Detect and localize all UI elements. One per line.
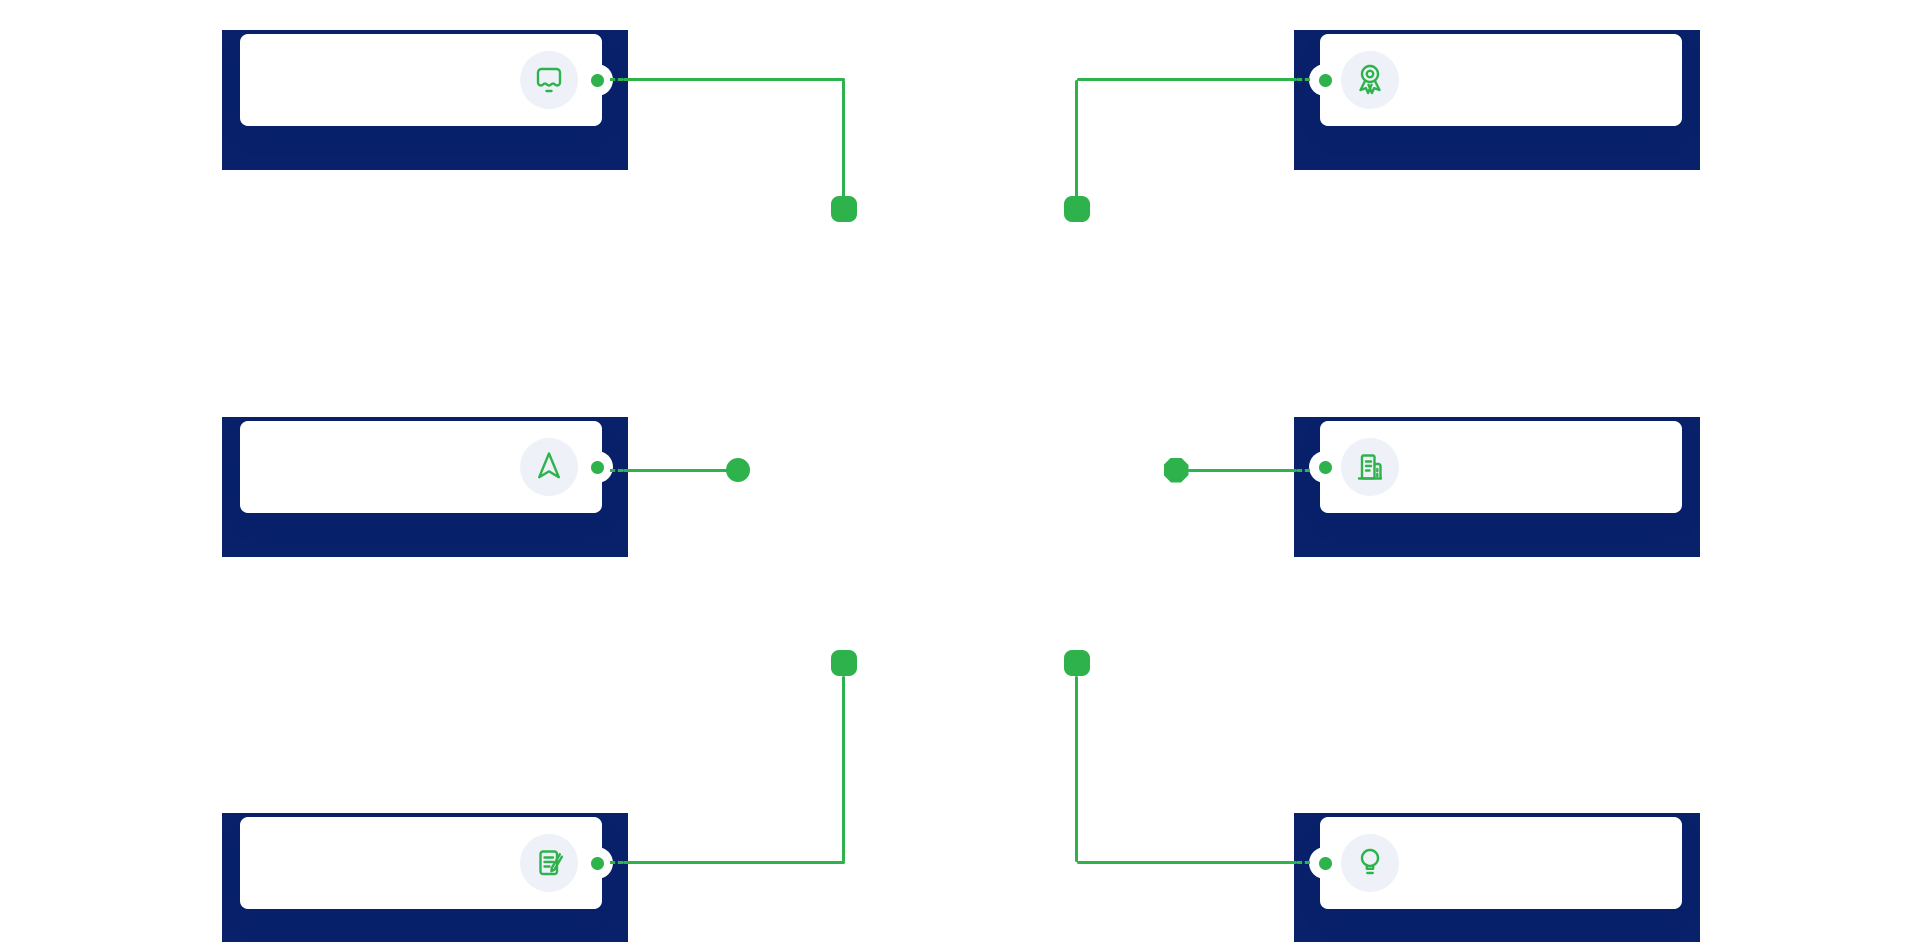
connector-segment — [1077, 860, 1297, 864]
award-icon — [1341, 51, 1399, 109]
card-panel — [240, 421, 613, 513]
card-node-screen-share[interactable] — [222, 30, 628, 170]
lightbulb-icon — [1341, 834, 1399, 892]
navigation-arrow-icon — [520, 438, 578, 496]
connector-segment — [1188, 468, 1297, 472]
card-node-navigation[interactable] — [222, 417, 628, 557]
connector-segment — [1297, 860, 1310, 864]
connector-segment — [623, 860, 845, 864]
card-panel — [240, 817, 613, 909]
connector-segment — [623, 468, 738, 472]
card-panel — [240, 34, 613, 126]
connector-segment — [610, 860, 623, 864]
connector-port[interactable] — [581, 64, 613, 96]
connector-segment — [1075, 676, 1078, 862]
port-dot — [590, 73, 604, 87]
card-node-lightbulb[interactable] — [1294, 813, 1700, 942]
card-node-edit-document[interactable] — [222, 813, 628, 942]
port-dot — [1318, 856, 1332, 870]
connector-segment — [1075, 80, 1078, 197]
connector-port[interactable] — [1309, 64, 1341, 96]
connector-port[interactable] — [1309, 451, 1341, 483]
card-panel — [1309, 817, 1682, 909]
screen-share-icon — [520, 51, 578, 109]
port-dot — [1318, 73, 1332, 87]
connector-segment — [610, 78, 623, 81]
connector-endpoint-rounded-square[interactable] — [1063, 650, 1090, 676]
connector-port[interactable] — [581, 847, 613, 879]
connector-segment — [1297, 468, 1310, 472]
port-dot — [590, 460, 604, 474]
connector-segment — [1077, 78, 1297, 81]
connector-segment — [842, 80, 845, 197]
card-panel — [1309, 421, 1682, 513]
connector-endpoint-circle[interactable] — [726, 458, 750, 482]
connector-segment — [842, 676, 845, 862]
connector-endpoint-rounded-square[interactable] — [1063, 196, 1090, 222]
edit-document-icon — [520, 834, 578, 892]
port-dot — [590, 856, 604, 870]
card-node-award[interactable] — [1294, 30, 1700, 170]
connector-endpoint-rounded-square[interactable] — [830, 650, 857, 676]
card-panel — [1309, 34, 1682, 126]
connector-port[interactable] — [581, 451, 613, 483]
office-buildings-icon — [1341, 438, 1399, 496]
connector-endpoint-octagon[interactable] — [1163, 457, 1189, 483]
connector-segment — [610, 468, 623, 472]
card-node-buildings[interactable] — [1294, 417, 1700, 557]
port-dot — [1318, 460, 1332, 474]
connector-segment — [623, 78, 845, 81]
connector-port[interactable] — [1309, 847, 1341, 879]
connector-segment — [1297, 78, 1310, 81]
connector-endpoint-rounded-square[interactable] — [830, 196, 857, 222]
